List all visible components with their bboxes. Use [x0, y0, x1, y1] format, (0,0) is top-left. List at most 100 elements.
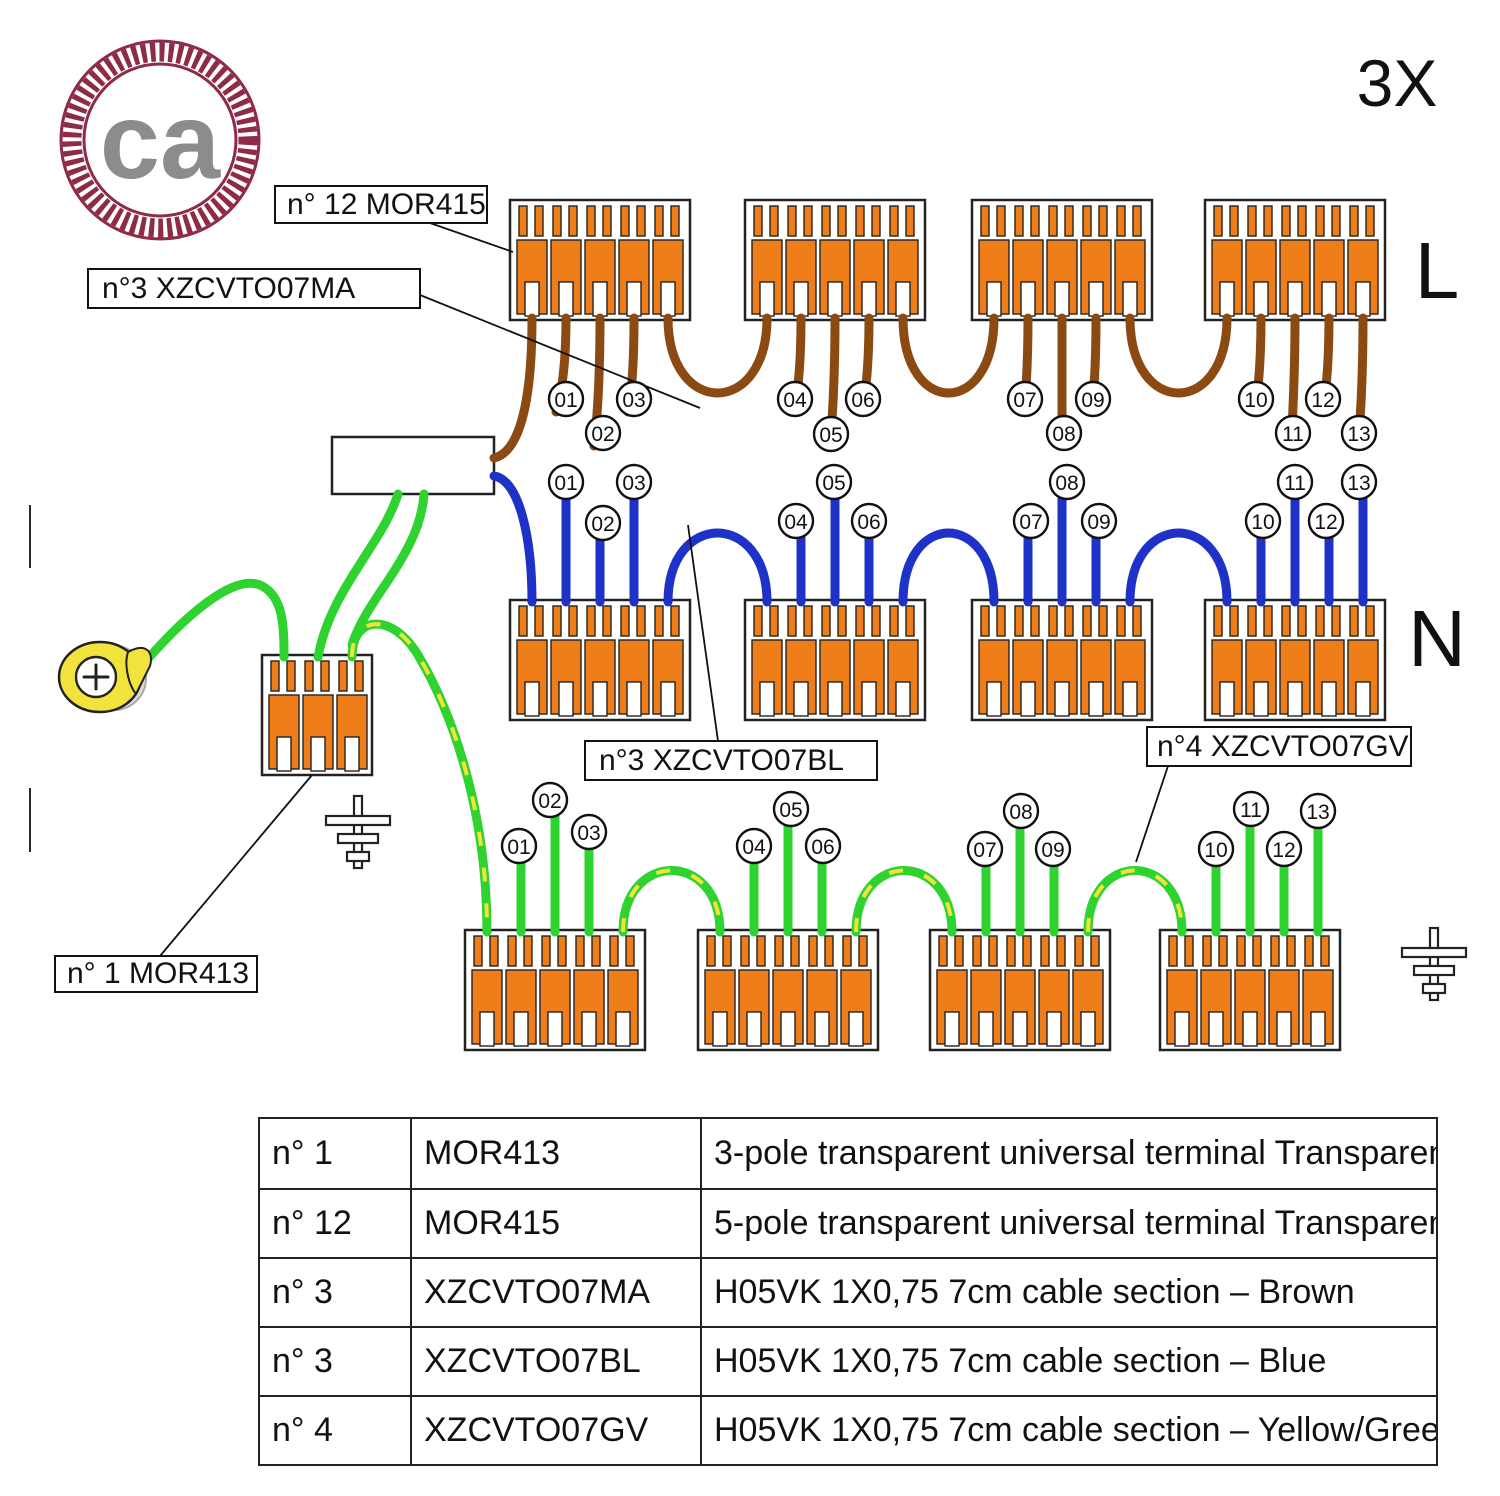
svg-text:03: 03 — [622, 389, 645, 412]
parts-table: n° 1 MOR413 3-pole transparent universal… — [258, 1117, 1438, 1466]
terminal-block-e-4 — [1158, 928, 1342, 1052]
svg-text:04: 04 — [783, 389, 807, 412]
part-code: MOR413 — [410, 1119, 700, 1188]
marker-e-05: 05 — [772, 790, 810, 828]
marker-e-10: 10 — [1197, 830, 1235, 868]
marker-l-10: 10 — [1237, 380, 1275, 418]
svg-text:10: 10 — [1244, 389, 1267, 412]
svg-text:09: 09 — [1087, 511, 1110, 534]
svg-text:08: 08 — [1009, 801, 1032, 824]
svg-text:08: 08 — [1052, 423, 1075, 446]
marker-l-08: 08 — [1045, 414, 1083, 452]
terminal-block-n-3 — [970, 598, 1154, 722]
part-description: H05VK 1X0,75 7cm cable section – Blue — [700, 1328, 1436, 1395]
terminal-block-3pole — [260, 653, 374, 777]
part-description: H05VK 1X0,75 7cm cable section – Yellow/… — [700, 1397, 1436, 1464]
quantity-label: 3X — [1357, 46, 1438, 120]
part-code: MOR415 — [410, 1190, 700, 1257]
line-n-label: N — [1408, 594, 1466, 683]
markers-e-row: 01 02 03 04 05 06 07 08 09 10 11 12 13 — [500, 781, 1337, 868]
marker-e-07: 07 — [966, 830, 1004, 868]
svg-text:09: 09 — [1081, 389, 1104, 412]
terminal-block-n-1 — [508, 598, 692, 722]
marker-n-05: 05 — [815, 463, 853, 501]
svg-text:02: 02 — [591, 513, 614, 536]
part-number: n° 1 — [272, 1134, 333, 1172]
markers-l-row: 01 02 03 04 05 06 07 08 09 10 11 12 13 — [547, 380, 1378, 453]
svg-text:01: 01 — [554, 472, 577, 495]
terminal-block-e-3 — [928, 928, 1112, 1052]
svg-text:10: 10 — [1251, 511, 1274, 534]
svg-text:05: 05 — [819, 424, 842, 447]
terminal-block-l-2 — [743, 198, 927, 322]
label-cable-brown: n°3 XZCVTO07MA — [87, 268, 421, 309]
svg-text:07: 07 — [1019, 511, 1042, 534]
markers-n-row: 01 02 03 04 05 06 07 08 09 10 11 12 13 — [547, 463, 1378, 542]
part-number: n° 12 — [272, 1204, 352, 1242]
part-number: n° 3 — [272, 1342, 333, 1380]
terminal-block-n-4 — [1203, 598, 1387, 722]
marker-l-13: 13 — [1340, 414, 1378, 452]
marker-l-09: 09 — [1074, 380, 1112, 418]
terminal-block-e-2 — [696, 928, 880, 1052]
svg-text:09: 09 — [1041, 839, 1064, 862]
svg-text:10: 10 — [1204, 839, 1227, 862]
part-code: XZCVTO07BL — [410, 1328, 700, 1395]
marker-l-05: 05 — [812, 415, 850, 453]
ring-terminal — [57, 640, 152, 714]
marker-e-03: 03 — [570, 813, 608, 851]
marker-e-12: 12 — [1265, 830, 1303, 868]
part-description: 5-pole transparent universal terminal Tr… — [700, 1190, 1436, 1257]
svg-text:n°4 XZCVTO07GV: n°4 XZCVTO07GV — [1157, 730, 1409, 763]
leader-mor413 — [159, 774, 313, 957]
earth-symbol-right — [1400, 926, 1468, 1002]
svg-text:07: 07 — [973, 839, 996, 862]
svg-text:05: 05 — [822, 472, 845, 495]
marker-l-07: 07 — [1006, 380, 1044, 418]
svg-text:n°3 XZCVTO07MA: n°3 XZCVTO07MA — [102, 272, 355, 305]
marker-e-13: 13 — [1299, 792, 1337, 830]
table-row: n° 3 XZCVTO07BL H05VK 1X0,75 7cm cable s… — [260, 1326, 1436, 1395]
svg-text:11: 11 — [1284, 472, 1306, 495]
svg-text:08: 08 — [1055, 472, 1078, 495]
marker-e-08: 08 — [1002, 792, 1040, 830]
marker-e-09: 09 — [1034, 830, 1072, 868]
marker-l-02: 02 — [584, 414, 622, 452]
svg-text:n°3 XZCVTO07BL: n°3 XZCVTO07BL — [599, 744, 844, 777]
svg-text:02: 02 — [591, 423, 614, 446]
marker-n-07: 07 — [1012, 502, 1050, 540]
svg-text:12: 12 — [1314, 511, 1337, 534]
marker-n-01: 01 — [547, 463, 585, 501]
terminal-block-n-2 — [743, 598, 927, 722]
table-row: n° 3 XZCVTO07MA H05VK 1X0,75 7cm cable s… — [260, 1257, 1436, 1326]
svg-text:07: 07 — [1013, 389, 1036, 412]
svg-text:13: 13 — [1347, 472, 1370, 495]
marker-e-04: 04 — [735, 827, 773, 865]
marker-l-11: 11 — [1274, 414, 1312, 452]
svg-text:02: 02 — [538, 790, 561, 813]
marker-e-11: 11 — [1232, 790, 1270, 828]
line-l-label: L — [1415, 226, 1460, 315]
marker-e-06: 06 — [804, 827, 842, 865]
marker-n-12: 12 — [1307, 502, 1345, 540]
cable-junction-box — [330, 435, 496, 496]
part-description: H05VK 1X0,75 7cm cable section – Brown — [700, 1259, 1436, 1326]
brand-logo: ca — [59, 39, 261, 241]
label-cable-blue: n°3 XZCVTO07BL — [584, 740, 878, 781]
logo-text: ca — [100, 80, 221, 201]
svg-text:06: 06 — [857, 511, 880, 534]
part-number: n° 3 — [272, 1273, 333, 1311]
svg-text:06: 06 — [851, 389, 874, 412]
marker-n-09: 09 — [1080, 502, 1118, 540]
terminal-block-l-4 — [1203, 198, 1387, 322]
table-row: n° 12 MOR415 5-pole transparent universa… — [260, 1188, 1436, 1257]
part-code: XZCVTO07GV — [410, 1397, 700, 1464]
svg-text:06: 06 — [811, 836, 834, 859]
earth-symbol-left — [324, 794, 392, 870]
svg-text:01: 01 — [554, 389, 577, 412]
marker-e-02: 02 — [531, 781, 569, 819]
label-cable-green: n°4 XZCVTO07GV — [1146, 726, 1412, 767]
svg-text:03: 03 — [622, 472, 645, 495]
